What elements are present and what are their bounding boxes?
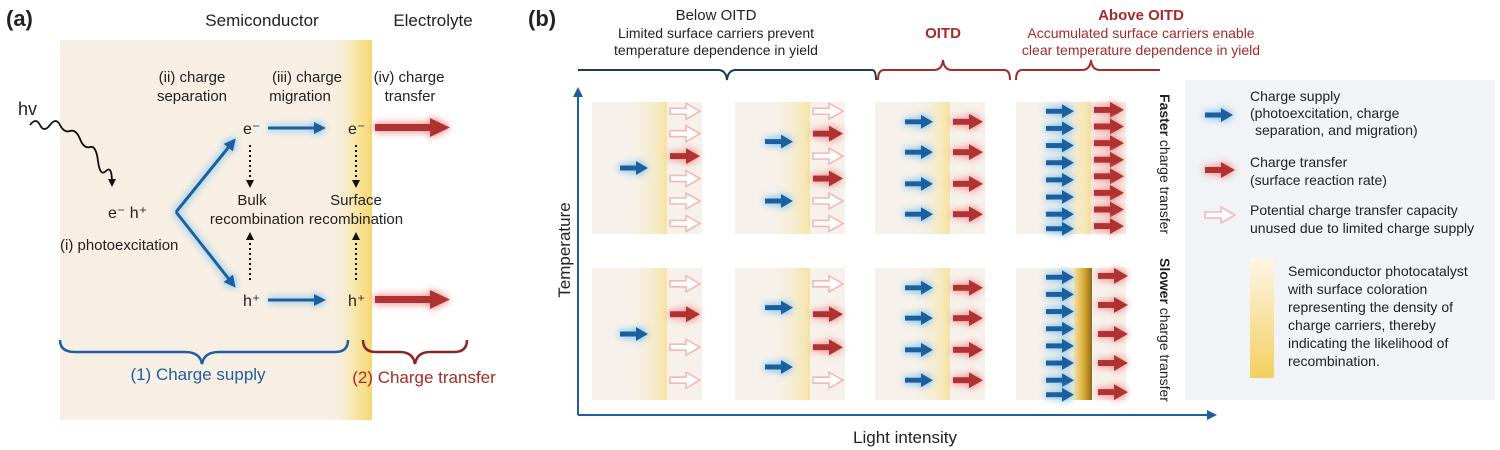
charge-transfer-label: (2) Charge transfer [352,368,496,387]
cell-r1-c4 [1016,101,1126,236]
legend-gradient-swatch [1250,258,1274,378]
legend-transfer-l1: Charge transfer [1250,154,1348,170]
hv-label: hv [18,99,37,119]
surface-recombination-l2: recombination [309,211,403,228]
charge-separation-l1: (ii) charge [159,69,226,86]
below-oitd-title: Below OITD [676,7,757,24]
separation-arrows [174,122,326,306]
surface-layer [330,40,372,420]
charge-transfer-l2: transfer [385,88,436,105]
panel-a-tag: (a) [6,6,33,31]
semiconductor-region [60,40,370,420]
panel-b-tag: (b) [528,6,556,31]
legend-catalyst-l4: charge carriers, thereby [1288,317,1436,333]
photon-wave [29,120,116,187]
legend-supply-l2: (photoexcitation, charge [1250,105,1400,121]
charge-migration-l2: migration [269,88,331,105]
cell-r2-c3 [875,268,985,400]
bulk-recombination-l2: recombination [210,211,304,228]
faster-transfer-label: Faster charge transfer [1157,94,1173,234]
charge-supply-brace [58,339,350,365]
legend-supply-l1: Charge supply [1250,88,1340,104]
cell-r2-c2 [735,268,845,400]
slower-rest: charge transfer [1157,304,1173,402]
cell-surface [770,102,810,234]
legend-catalyst-l5: indicating the likelihood of [1288,335,1448,351]
photoexcitation-label: (i) photoexcitation [60,237,178,254]
legend-catalyst-l6: recombination. [1288,353,1380,369]
surface-recombination-l1: Surface [330,192,382,209]
slower-bold: Slower [1157,258,1173,304]
below-oitd-l2: temperature dependence in yield [614,42,818,58]
above-oitd-title: Above OITD [1098,7,1184,24]
cell-r2-c1 [592,268,702,400]
panel-b: (b) Below OITD Limited surface carriers … [528,6,1260,447]
legend-catalyst-l2: with surface coloration [1287,281,1427,297]
transfer-arrows [375,118,450,309]
faster-rest: charge transfer [1157,136,1173,234]
above-oitd-l2: clear temperature dependence in yield [1022,42,1260,58]
intensity-temperature-grid [592,101,1128,402]
legend-transfer-l2: (surface reaction rate) [1250,172,1387,188]
legend-box [1185,80,1495,400]
cell-r1-c2 [735,102,845,234]
legend-catalyst-l1: Semiconductor photocatalyst [1288,263,1468,279]
legend-potential-l1: Potential charge transfer capacity [1250,202,1458,218]
bulk-recombination-l1: Bulk [237,192,267,209]
charge-separation-l2: separation [157,88,227,105]
oitd-brace [877,59,1011,81]
charge-transfer-brace [361,339,469,365]
cell-surface-accumulated [1074,268,1092,400]
above-oitd-brace [1015,59,1160,81]
legend: Charge supply (photoexcitation, charge s… [1185,80,1495,400]
electron-surface: e⁻ [348,121,365,138]
semiconductor-label: Semiconductor [205,11,319,30]
legend-catalyst-l3: representing the density of [1288,299,1453,315]
above-oitd-l1: Accumulated surface carriers enable [1027,25,1254,41]
below-oitd-brace [578,69,877,81]
hole-bulk: h⁺ [243,293,260,310]
panel-a: (a) Semiconductor Electrolyte hv e⁻ h⁺ (… [6,6,496,420]
charge-transfer-l1: (iv) charge [374,69,445,86]
y-axis-label: Temperature [555,202,574,297]
cell-r1-c1 [592,102,702,234]
charge-supply-label: (1) Charge supply [130,365,266,384]
electrolyte-label: Electrolyte [393,11,472,30]
cell-surface [770,268,810,400]
eh-pair-label: e⁻ h⁺ [108,205,147,222]
x-axis-label: Light intensity [853,428,957,447]
faster-bold: Faster [1157,94,1173,137]
oitd-title: OITD [925,25,961,42]
legend-supply-l3: separation, and migration) [1255,122,1418,138]
slower-transfer-label: Slower charge transfer [1157,258,1173,402]
legend-potential-l2: unused due to limited charge supply [1250,220,1474,236]
below-oitd-l1: Limited surface carriers prevent [618,25,814,41]
cell-r1-c3 [875,102,985,234]
cell-r2-c4 [1016,267,1128,402]
recombination-arrows [246,145,360,280]
electron-bulk: e⁻ [243,121,260,138]
hole-surface: h⁺ [348,293,365,310]
charge-migration-l1: (iii) charge [272,69,342,86]
